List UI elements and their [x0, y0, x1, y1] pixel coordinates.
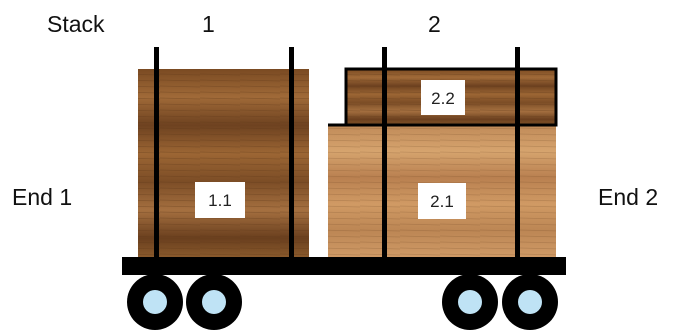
wheel — [186, 274, 242, 330]
wheel-hub — [143, 290, 167, 314]
stake-post — [382, 47, 387, 259]
crate-tag-1-1: 1.1 — [195, 182, 245, 218]
stake-post — [154, 47, 159, 259]
crate-tag-2-2: 2.2 — [421, 80, 465, 115]
crate-1-1 — [138, 69, 309, 257]
crate-1-1-grain — [138, 69, 309, 257]
wheel-hub — [518, 290, 542, 314]
wheel — [502, 274, 558, 330]
wheel-hub — [458, 290, 482, 314]
crate-2-2-label: 2.2 — [431, 89, 455, 108]
crate-tag-2-1: 2.1 — [418, 183, 466, 219]
wheel-hub — [202, 290, 226, 314]
wheel — [127, 274, 183, 330]
crate-2-1-label: 2.1 — [430, 192, 454, 211]
stake-post — [515, 47, 520, 259]
crate-1-1-label: 1.1 — [208, 191, 232, 210]
wheel — [442, 274, 498, 330]
railcar-deck — [122, 257, 566, 275]
stake-post — [289, 47, 294, 259]
